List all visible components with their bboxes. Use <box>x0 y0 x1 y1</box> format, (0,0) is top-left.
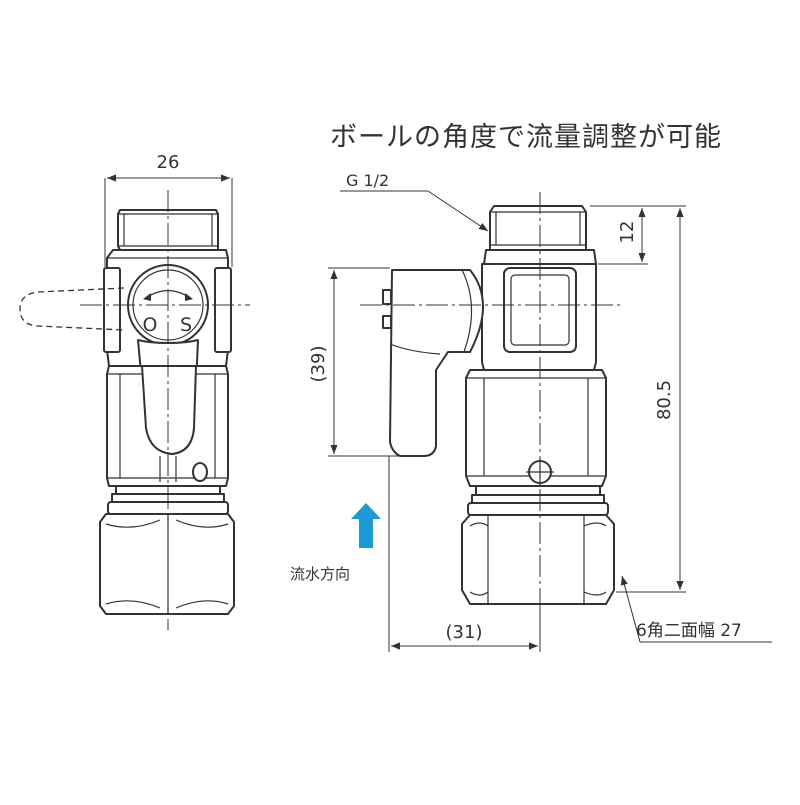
shut-mark: S <box>180 314 192 336</box>
flow-direction-label: 流水方向 <box>290 565 350 583</box>
handle-height-dimension: (39) <box>308 346 329 383</box>
flow-arrow <box>351 503 381 548</box>
side-view: G 1/2 <box>308 171 772 652</box>
title: ボールの角度で流量調整が可能 <box>330 122 722 153</box>
hex-width-label: 6角二面幅 27 <box>636 621 742 641</box>
width-dimension: 26 <box>157 152 180 173</box>
thread-label: G 1/2 <box>346 171 389 190</box>
open-mark: O <box>143 314 158 336</box>
total-height-dimension: 80.5 <box>654 380 675 420</box>
handle-reach-dimension: (31) <box>446 622 483 643</box>
thread-length-dimension: 12 <box>617 221 638 244</box>
flow-direction: 流水方向 <box>290 503 381 583</box>
front-view: 26 O S <box>19 152 250 630</box>
